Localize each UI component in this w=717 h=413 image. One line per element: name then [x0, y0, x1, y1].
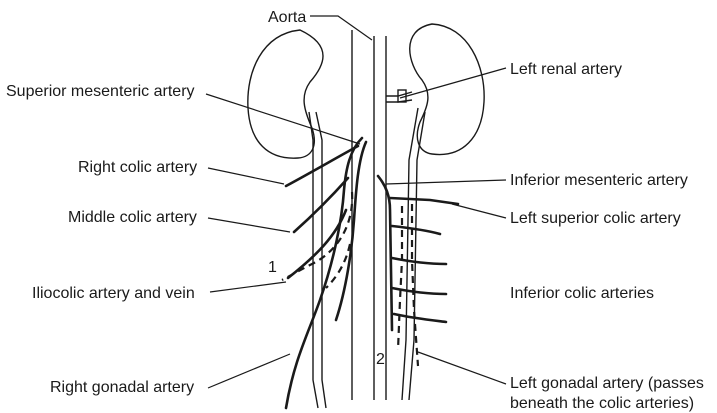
marker-2: 2 — [376, 351, 385, 368]
leader-left-superior-colic-artery — [452, 204, 506, 218]
left-superior-colic-vessel — [390, 198, 458, 204]
leader-iliocolic-artery-and-vein — [210, 282, 286, 292]
label-aorta: Aorta — [268, 9, 306, 26]
leader-inferior-mesenteric-artery — [386, 180, 506, 184]
label-middle-colic-artery: Middle colic artery — [68, 209, 197, 226]
label-left-gonadal-artery-line1: Left gonadal artery (passes — [510, 375, 704, 392]
inferior-colic-4 — [394, 314, 446, 322]
label-right-colic-artery: Right colic artery — [78, 159, 197, 176]
leader-superior-mesenteric-artery — [206, 94, 360, 144]
sma-trunk-inner — [336, 142, 366, 320]
inferior-colic-2 — [392, 258, 446, 264]
leader-left-gonadal-artery — [418, 352, 506, 384]
label-inferior-colic-arteries: Inferior colic arteries — [510, 285, 654, 302]
label-left-superior-colic-artery: Left superior colic artery — [510, 210, 681, 227]
label-inferior-mesenteric-artery: Inferior mesenteric artery — [510, 172, 688, 189]
right-kidney — [248, 30, 323, 158]
label-left-gonadal-artery-line2: beneath the colic arteries) — [510, 395, 694, 412]
leader-aorta — [310, 16, 372, 40]
label-left-renal-artery: Left renal artery — [510, 61, 622, 78]
label-superior-mesenteric-artery: Superior mesenteric artery — [6, 83, 195, 100]
leader-middle-colic-artery — [208, 218, 290, 232]
leader-right-gonadal-artery — [208, 354, 290, 388]
label-right-gonadal-artery: Right gonadal artery — [50, 379, 194, 396]
leader-right-colic-artery — [208, 168, 284, 184]
marker-1: 1 — [268, 259, 277, 276]
label-iliocolic-artery-and-vein: Iliocolic artery and vein — [32, 285, 195, 302]
